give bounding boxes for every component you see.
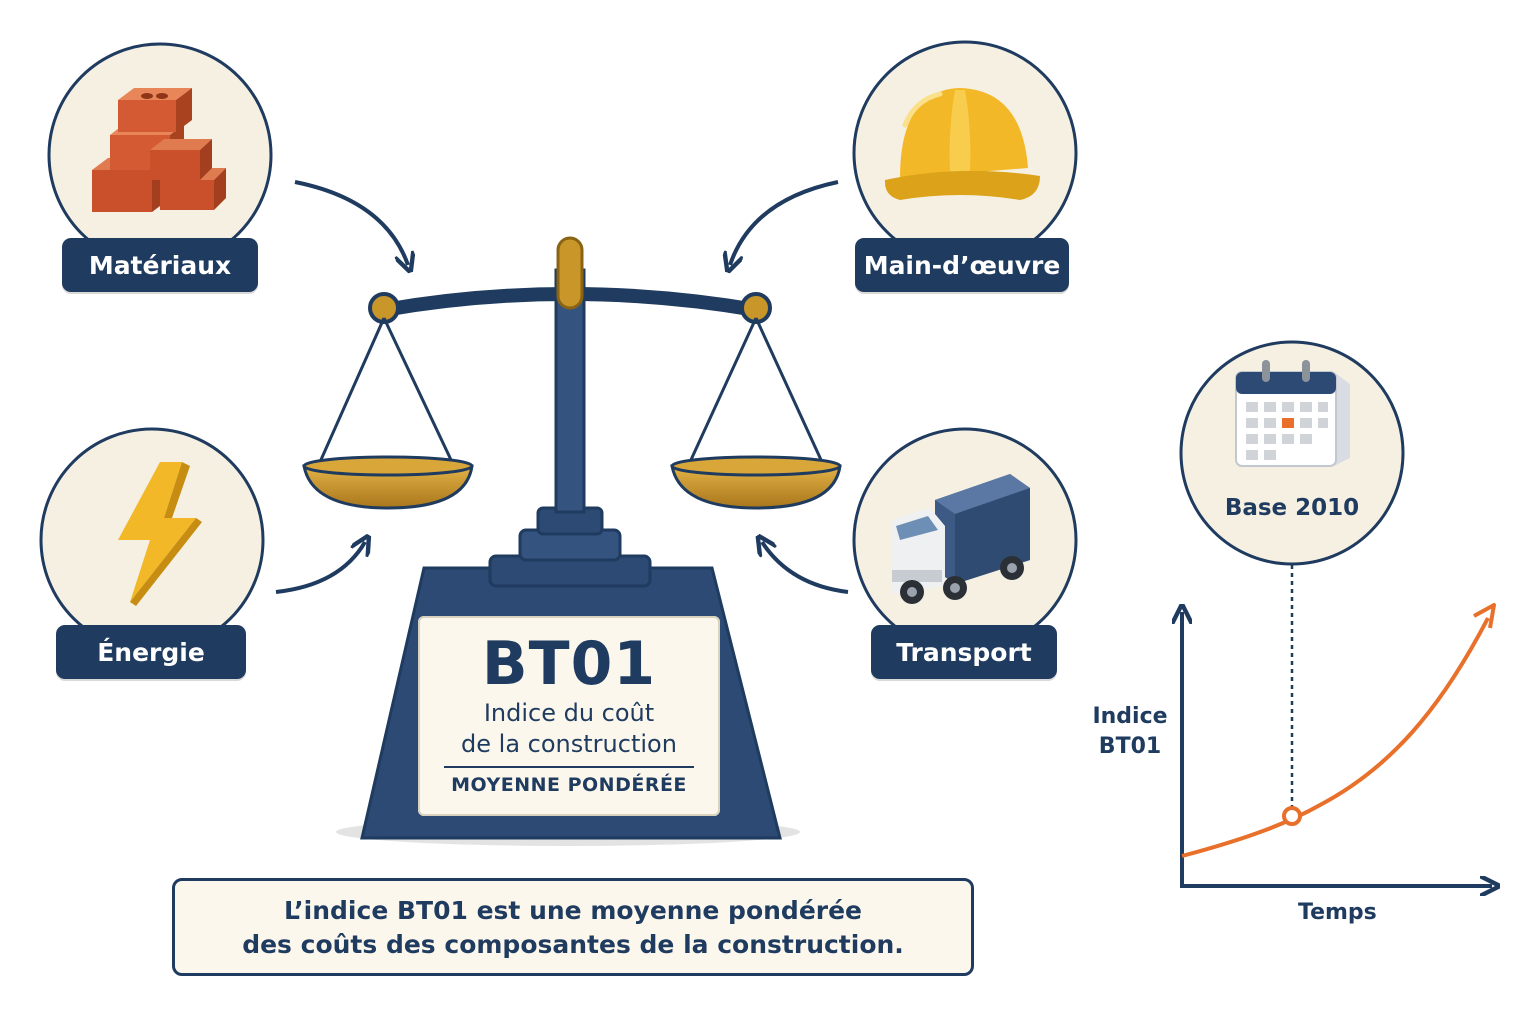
transport-label: Transport [871, 625, 1057, 679]
arrow-energy [275, 542, 365, 594]
y-axis-label: Indice BT01 [1088, 702, 1172, 762]
hard-hat-icon [884, 88, 1040, 200]
lightning-icon [118, 462, 202, 606]
arrow-materials [294, 180, 408, 265]
y-axis-label-line-2: BT01 [1098, 734, 1162, 759]
truck-icon [892, 474, 1030, 604]
x-axis-label: Temps [1298, 900, 1377, 925]
base-year-point [1282, 806, 1302, 826]
index-curve [1181, 617, 1490, 858]
plaque-line-2: de la construction [461, 730, 677, 758]
bt01-plaque: BT01 Indice du coût de la construction M… [418, 616, 720, 816]
materials-node [47, 42, 273, 268]
materials-label: Matériaux [62, 238, 258, 292]
index-graph [1180, 565, 1494, 886]
energy-label: Énergie [56, 625, 246, 679]
caption-line-2: des coûts des composantes de la construc… [242, 930, 904, 959]
plaque-caps: MOYENNE PONDÉRÉE [451, 774, 687, 796]
index-curve-arrowhead [1473, 603, 1496, 629]
labor-node [852, 40, 1078, 266]
base-year-label: Base 2010 [1225, 495, 1359, 521]
calendar-icon [1235, 360, 1350, 467]
labor-label: Main-d’œuvre [855, 238, 1069, 292]
y-axis-label-line-1: Indice [1092, 704, 1168, 729]
transport-node [852, 427, 1078, 653]
energy-node [39, 427, 265, 653]
caption-line-1: L’indice BT01 est une moyenne pondérée [283, 896, 863, 925]
plaque-divider [444, 766, 694, 768]
plaque-code: BT01 [481, 629, 657, 699]
arrow-transport [762, 542, 849, 594]
plaque-line-1: Indice du coût [483, 699, 655, 727]
base-year-node: Base 2010 [1179, 340, 1405, 566]
arrow-labor [730, 180, 839, 265]
caption-box: L’indice BT01 est une moyenne pondérée d… [172, 878, 974, 976]
brick-icon [92, 88, 226, 212]
